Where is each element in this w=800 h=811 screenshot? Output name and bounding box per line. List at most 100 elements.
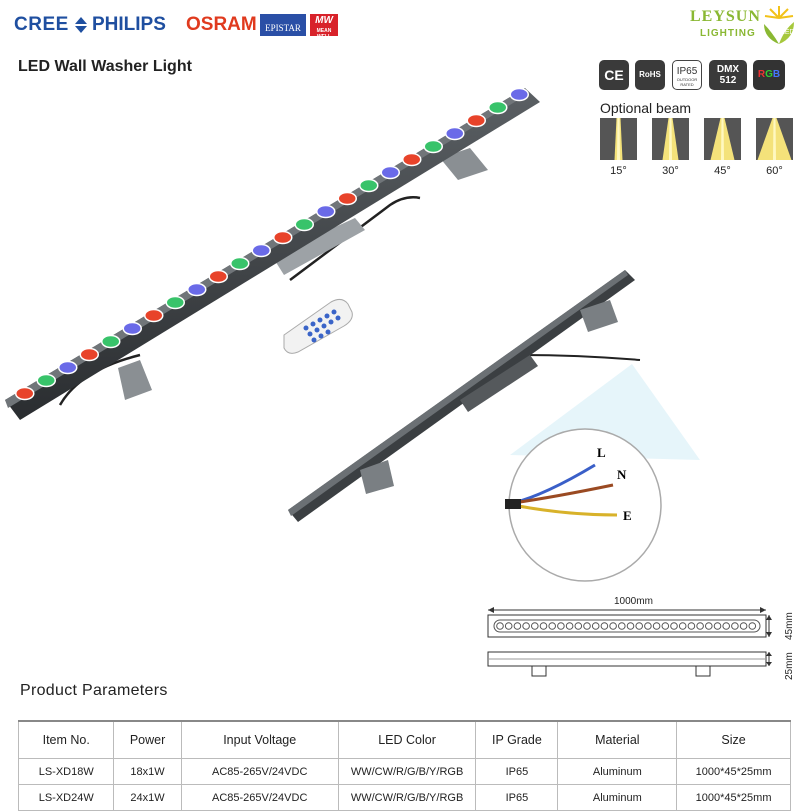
cree-logo: CREE (14, 14, 69, 35)
diode-outline (696, 622, 704, 630)
table-header: LED Color (337, 720, 477, 759)
wire-n-label: N (617, 467, 627, 482)
beam-icon (756, 118, 793, 160)
leysun-leaf-icon: LED (764, 6, 795, 44)
diode-outline (705, 622, 713, 630)
diode-outline (652, 622, 661, 630)
wire-e-label: E (623, 508, 632, 523)
diode-outline (618, 622, 626, 630)
cree-diamond-icon (75, 17, 87, 33)
table-header: Input Voltage (180, 720, 339, 759)
beam-icon (704, 118, 741, 160)
beam-angle-label: 15° (610, 165, 627, 177)
led-light (101, 334, 121, 349)
length-dimension: 1000mm (614, 596, 653, 607)
beam-label: Optional beam (600, 100, 692, 116)
led-light (423, 139, 443, 154)
led-light (230, 256, 250, 271)
rgb-badge: RGB (753, 60, 785, 90)
diode-outline (626, 622, 635, 630)
table-cell: 1000*45*25mm (676, 784, 791, 811)
diode-outline (565, 622, 574, 630)
table-header: Material (557, 720, 678, 759)
led-light (273, 230, 293, 245)
table-cell: LS-XD24W (17, 784, 115, 811)
table-cell: IP65 (475, 784, 559, 811)
led-light (402, 152, 422, 167)
led-light (58, 360, 78, 375)
diode-outline (504, 622, 513, 630)
led-light (316, 204, 336, 219)
led-light (79, 347, 99, 362)
table-header: IP Grade (475, 720, 559, 759)
beam-icon (652, 118, 689, 160)
svg-text:LED: LED (781, 29, 795, 36)
led-light (251, 243, 271, 258)
table-cell: AC85-265V/24VDC (180, 758, 339, 785)
led-light (294, 217, 314, 232)
diode-outline (557, 622, 565, 630)
led-light (144, 308, 164, 323)
diode-outline (661, 622, 670, 630)
remote-control-image (283, 298, 353, 354)
osram-logo: OSRAM (186, 14, 257, 35)
table-cell: AC85-265V/24VDC (180, 784, 339, 811)
led-light (380, 165, 400, 180)
diode-outline (687, 622, 696, 630)
led-light (187, 282, 207, 297)
diode-outline (678, 622, 687, 630)
beam-angle-label: 45° (714, 165, 731, 177)
table-header: Item No. (17, 720, 115, 759)
led-light (337, 191, 357, 206)
led-light (466, 113, 486, 128)
diode-outline (731, 622, 739, 630)
diode-outline (591, 622, 600, 630)
wire-l-label: L (597, 445, 606, 460)
led-light (122, 321, 142, 336)
led-light (359, 178, 379, 193)
page-title: LED Wall Washer Light (18, 58, 192, 75)
led-light (488, 100, 508, 115)
diode-outline (539, 622, 548, 630)
table-header: Size (676, 720, 791, 759)
diode-outline (739, 622, 748, 630)
diode-outline (713, 622, 722, 630)
table-cell: LS-XD18W (17, 758, 115, 785)
table-cell: WW/CW/R/G/B/Y/RGB (337, 784, 477, 811)
dimension-drawing (487, 607, 772, 677)
diode-outline (574, 622, 583, 630)
led-light (165, 295, 185, 310)
diode-outline (670, 622, 678, 630)
led-light (15, 386, 35, 401)
diode-outline (531, 622, 539, 630)
diode-outline (583, 622, 591, 630)
table-cell: 24x1W (113, 784, 182, 811)
beam-angle-label: 30° (662, 165, 679, 177)
rohs-badge: RoHS (635, 60, 665, 90)
table-cell: 18x1W (113, 758, 182, 785)
table-header: Power (113, 720, 182, 759)
beam-icon (600, 118, 637, 160)
table-cell: Aluminum (557, 758, 678, 785)
table-cell: IP65 (475, 758, 559, 785)
epistar-logo: EPISTAR (260, 14, 306, 36)
parameters-title: Product Parameters (20, 682, 168, 699)
diode-outline (496, 622, 504, 630)
height-dimension: 45mm (784, 612, 795, 640)
diode-outline (609, 622, 617, 630)
diode-outline (522, 622, 530, 630)
diode-outline (600, 622, 609, 630)
wiring-detail: L N E (505, 428, 662, 582)
depth-dimension: 25mm (784, 652, 795, 680)
led-light (445, 126, 465, 141)
philips-logo: PHILIPS (92, 14, 166, 35)
table-cell: WW/CW/R/G/B/Y/RGB (337, 758, 477, 785)
diode-outline (635, 622, 643, 630)
diode-outline (513, 622, 522, 630)
ce-badge: CE (599, 60, 629, 90)
